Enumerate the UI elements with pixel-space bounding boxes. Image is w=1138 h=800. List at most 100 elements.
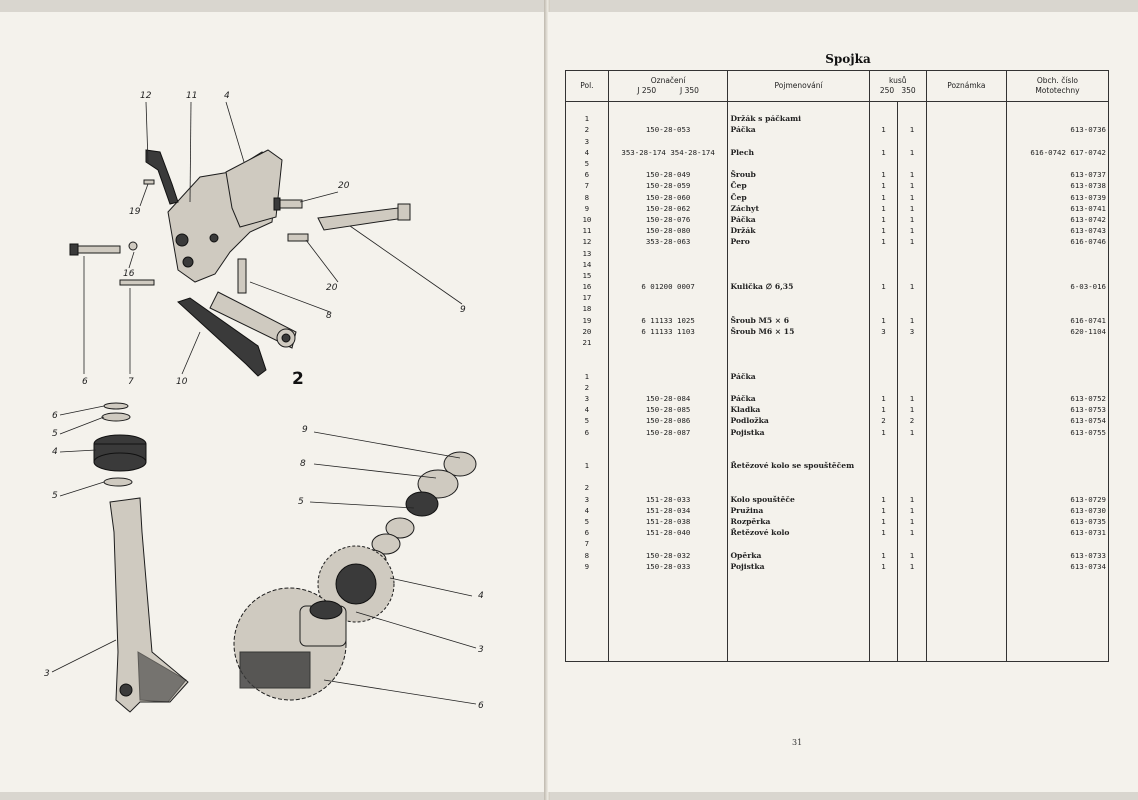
cell-num: 150-28-084 [607, 392, 729, 405]
cell-q1 [868, 448, 899, 460]
cell-note [925, 504, 1007, 516]
cell-name [727, 594, 870, 606]
cell-shop: 613-0752 [1005, 392, 1110, 405]
cell-name: Podložka [727, 415, 870, 427]
cell-name: Čep [727, 191, 870, 203]
cell-note [925, 471, 1007, 483]
header-pieces: kusů 250 350 [868, 70, 927, 102]
cell-shop [1005, 157, 1110, 170]
cell-q1 [868, 135, 899, 147]
cell-note [925, 594, 1007, 606]
cell-num: 150-28-086 [607, 415, 729, 427]
cell-q1: 1 [868, 392, 899, 405]
cell-num: 6 11133 1103 [607, 325, 729, 337]
cell-shop: 613-0729 [1005, 493, 1110, 505]
cell-q1 [868, 437, 899, 449]
callout-12: 12 [140, 91, 152, 101]
callout-20-lower: 20 [326, 283, 338, 293]
cell-shop: 613-0755 [1005, 426, 1110, 438]
book-spine [544, 0, 550, 800]
cell-name [727, 639, 870, 651]
cell-num [607, 157, 729, 170]
cell-num [607, 594, 729, 606]
cell-q2: 1 [897, 549, 927, 561]
cell-pol [565, 359, 609, 371]
cell-shop [1005, 292, 1110, 304]
cell-q1 [868, 359, 899, 371]
header-designation: Označení J 250 J 350 [607, 70, 729, 102]
table-row [565, 605, 1110, 617]
cell-q1 [868, 157, 899, 170]
cell-q2: 1 [897, 527, 927, 539]
bracket-assembly: 12 11 4 20 19 16 20 9 8 10 7 6 2 [69, 91, 466, 389]
callout-b-6: 6 [52, 411, 58, 421]
table-row [565, 639, 1110, 651]
cell-q2 [897, 639, 927, 651]
header-j250: J 250 [637, 86, 657, 95]
cell-note [925, 202, 1007, 214]
table-row [565, 348, 1110, 360]
cell-pol: 4 [565, 404, 609, 416]
cell-note [925, 437, 1007, 449]
cell-shop: 613-0734 [1005, 560, 1110, 572]
cell-q1 [868, 650, 899, 663]
cell-pol: 2 [565, 124, 609, 136]
cell-note [925, 124, 1007, 136]
cell-note [925, 314, 1007, 326]
cell-shop [1005, 303, 1110, 315]
cell-name: Páčka [727, 124, 870, 136]
table-row [565, 583, 1110, 595]
cell-q1: 1 [868, 527, 899, 539]
cell-num: 150-28-060 [607, 191, 729, 203]
table-row: 5 [565, 157, 1110, 170]
cell-note [925, 515, 1007, 528]
cell-num: 150-28-087 [607, 426, 729, 438]
cell-num [607, 583, 729, 595]
cell-shop: 613-0753 [1005, 404, 1110, 416]
cell-num [607, 460, 729, 472]
cell-name [727, 482, 870, 494]
cell-note [925, 560, 1007, 572]
cell-pol: 2 [565, 482, 609, 494]
lever-assembly: 6 5 4 5 3 [44, 402, 189, 713]
table-row: 7 [565, 538, 1110, 550]
header-pieces-label: kusů [888, 76, 907, 85]
cell-pol: 2 [565, 381, 609, 393]
table-row [565, 471, 1110, 483]
cell-q2 [897, 157, 927, 170]
cell-q2 [897, 303, 927, 315]
cell-shop [1005, 370, 1110, 382]
header-name: Pojmenování [727, 70, 870, 102]
cell-num [607, 650, 729, 663]
cell-pol: 1 [565, 113, 609, 125]
cell-q2 [897, 135, 927, 147]
cell-name: Šroub M5 × 6 [727, 314, 870, 326]
cell-shop [1005, 247, 1110, 259]
cell-num [607, 381, 729, 393]
cell-num: 151-28-033 [607, 493, 729, 505]
callout-9: 9 [460, 305, 466, 315]
cell-pol: 10 [565, 213, 609, 226]
header-note: Poznámka [925, 70, 1007, 102]
cell-note [925, 381, 1007, 393]
table-row [565, 650, 1110, 663]
cell-num: 353-28-063 [607, 236, 729, 248]
cell-shop [1005, 639, 1110, 651]
cell-q1: 1 [868, 515, 899, 528]
cell-q2: 1 [897, 314, 927, 326]
cell-pol: 19 [565, 314, 609, 326]
cell-q2 [897, 113, 927, 125]
cell-note [925, 157, 1007, 170]
cell-q1 [868, 627, 899, 639]
cell-shop [1005, 258, 1110, 270]
cell-note [925, 281, 1007, 293]
cell-q1: 1 [868, 213, 899, 226]
cell-name: Páčka [727, 392, 870, 405]
cell-q1: 1 [868, 146, 899, 158]
cell-q1 [868, 292, 899, 304]
